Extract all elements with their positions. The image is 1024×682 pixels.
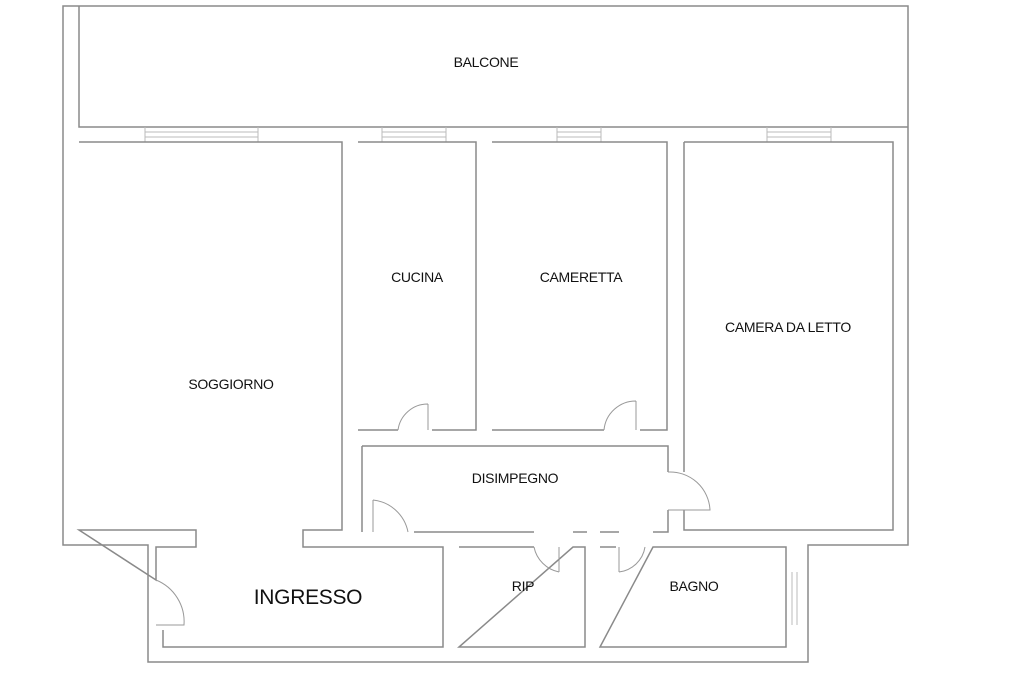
- disimpegno-wall: [361, 445, 669, 533]
- soggiorno-wall: [76, 141, 444, 648]
- room-label-disimpegno: DISIMPEGNO: [471, 470, 559, 486]
- bagno-wall: [598, 546, 787, 648]
- room-label-balcone: BALCONE: [453, 54, 519, 70]
- doors: [155, 400, 711, 626]
- cameretta-wall: [492, 141, 668, 431]
- room-label-cucina: CUCINA: [391, 269, 443, 285]
- camera-wall: [683, 141, 894, 531]
- windows: [144, 127, 832, 625]
- balcony-outline: [78, 6, 908, 128]
- room-label-rip: RIP: [511, 578, 535, 594]
- room-label-bagno: BAGNO: [669, 578, 719, 594]
- outer-wall: [62, 5, 909, 663]
- cucina-wall: [358, 141, 477, 431]
- room-label-cameretta: CAMERETTA: [539, 269, 623, 285]
- room-label-camera-da-letto: CAMERA DA LETTO: [725, 319, 851, 335]
- room-label-soggiorno: SOGGIORNO: [188, 376, 274, 392]
- rip-wall: [457, 546, 586, 648]
- room-label-ingresso: INGRESSO: [253, 586, 363, 609]
